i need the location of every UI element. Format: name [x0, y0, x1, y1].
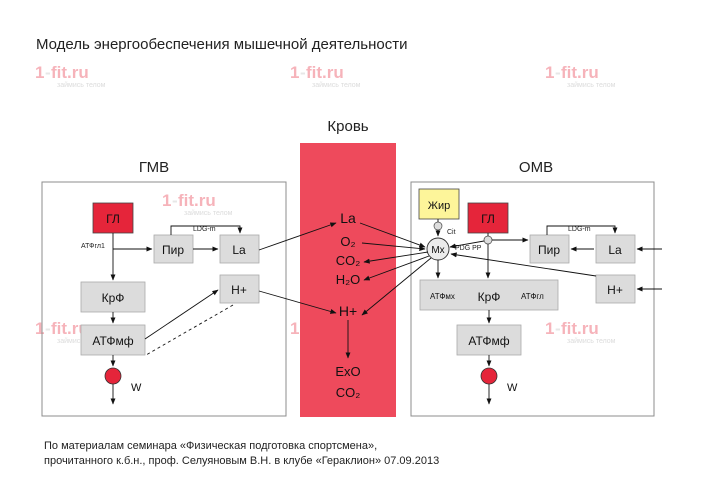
gmv-atfmf-box — [80, 324, 146, 356]
svg-text:fit.ru: fit.ru — [561, 63, 599, 82]
gmv-w-label: W — [131, 382, 142, 394]
gmv-pir-box — [153, 234, 194, 264]
blood-h2o: H₂O — [336, 272, 361, 287]
gmv-h-label: H+ — [231, 283, 247, 297]
blood-exo: ExO — [335, 364, 360, 379]
omv-h-box — [595, 274, 636, 304]
omv-atfmf-box — [456, 324, 522, 356]
svg-text:1: 1 — [35, 319, 44, 338]
svg-text:-: - — [45, 63, 51, 82]
gmv-ldg-label: LDG-m — [193, 226, 216, 233]
omv-cit-label: Cit — [447, 229, 456, 236]
blood-co2-out: CO₂ — [336, 385, 361, 400]
svg-text:займись телом: займись телом — [567, 337, 616, 345]
gmv-krf-box — [80, 281, 146, 313]
omv-atfmx-label: АТФмх — [430, 292, 455, 301]
svg-text:-: - — [172, 191, 178, 210]
gmv-atfgl1-label: АТФгл1 — [81, 243, 105, 250]
svg-text:1: 1 — [162, 191, 171, 210]
source-note-line-2: прочитанного к.б.н., проф. Селуяновым В.… — [44, 455, 440, 467]
gmv-header: ГМВ — [139, 159, 169, 176]
omv-pir-label: Пир — [538, 243, 560, 257]
omv-atfgl-label: АТФгл — [521, 292, 544, 301]
source-note-line-1: По материалам семинара «Физическая подго… — [44, 440, 378, 452]
gmv-w-node — [104, 367, 122, 385]
svg-text:займись телом: займись телом — [57, 81, 106, 89]
svg-text:займись телом: займись телом — [312, 81, 361, 89]
svg-text:fit.ru: fit.ru — [178, 191, 216, 210]
gmv-krf-label: КрФ — [102, 291, 125, 305]
gmv-pir-label: Пир — [162, 243, 184, 257]
blood-h: H+ — [339, 303, 357, 319]
svg-text:займись телом: займись телом — [567, 81, 616, 89]
gmv-la-label: La — [232, 243, 246, 257]
gmv-gl-label: ГЛ — [106, 212, 120, 226]
omv-atfmf-label: АТФмф — [468, 334, 509, 348]
svg-text:1: 1 — [35, 63, 44, 82]
gmv-arrows — [110, 222, 337, 405]
omv-mx-label: Mx — [431, 245, 444, 256]
omv-w-node — [480, 367, 498, 385]
gmv-h-box — [219, 274, 260, 304]
omv-ldg-label: LDG-m — [568, 226, 591, 233]
svg-text:займись телом: займись телом — [184, 209, 233, 217]
omv-pir-box — [529, 234, 570, 264]
omv-fat-label: Жир — [428, 200, 450, 212]
blood-co2: CO₂ — [336, 253, 361, 268]
omv-container — [410, 181, 655, 417]
svg-text:1: 1 — [290, 319, 299, 338]
svg-text:fit.ru: fit.ru — [306, 63, 344, 82]
omv-krf-box — [419, 279, 559, 311]
omv-la-box — [595, 234, 636, 264]
svg-text:fit.ru: fit.ru — [561, 319, 599, 338]
gmv-atfmf-label: АТФмф — [92, 334, 133, 348]
svg-text:-: - — [555, 63, 561, 82]
blood-o2: O₂ — [340, 234, 355, 249]
omv-cit-node — [433, 221, 443, 231]
omv-pdg-label: PDG PP — [455, 245, 482, 252]
omv-la-label: La — [608, 243, 622, 257]
omv-gl-label: ГЛ — [481, 212, 495, 226]
svg-text:fit.ru: fit.ru — [51, 63, 89, 82]
omv-arrows — [359, 219, 662, 405]
page-title: Модель энергообеспечения мышечной деятел… — [36, 36, 408, 53]
blood-la: La — [340, 210, 356, 226]
svg-text:-: - — [300, 63, 306, 82]
gmv-la-box — [219, 234, 260, 264]
svg-text:-: - — [555, 319, 561, 338]
omv-h-label: H+ — [607, 283, 623, 297]
svg-text:fit.ru: fit.ru — [51, 319, 89, 338]
svg-text:1: 1 — [545, 319, 554, 338]
svg-text:1: 1 — [290, 63, 299, 82]
omv-pdg-node — [483, 235, 493, 245]
omv-w-label: W — [507, 382, 518, 394]
svg-text:-: - — [45, 319, 51, 338]
omv-fat-box — [418, 188, 460, 220]
omv-header: ОМВ — [519, 159, 553, 176]
omv-krf-label: КрФ — [478, 290, 501, 304]
blood-column — [300, 143, 396, 417]
blood-header: Кровь — [327, 118, 368, 135]
source-note: По материалам семинара «Физическая подго… — [44, 439, 439, 469]
svg-text:1: 1 — [545, 63, 554, 82]
omv-gl-box — [467, 202, 509, 234]
